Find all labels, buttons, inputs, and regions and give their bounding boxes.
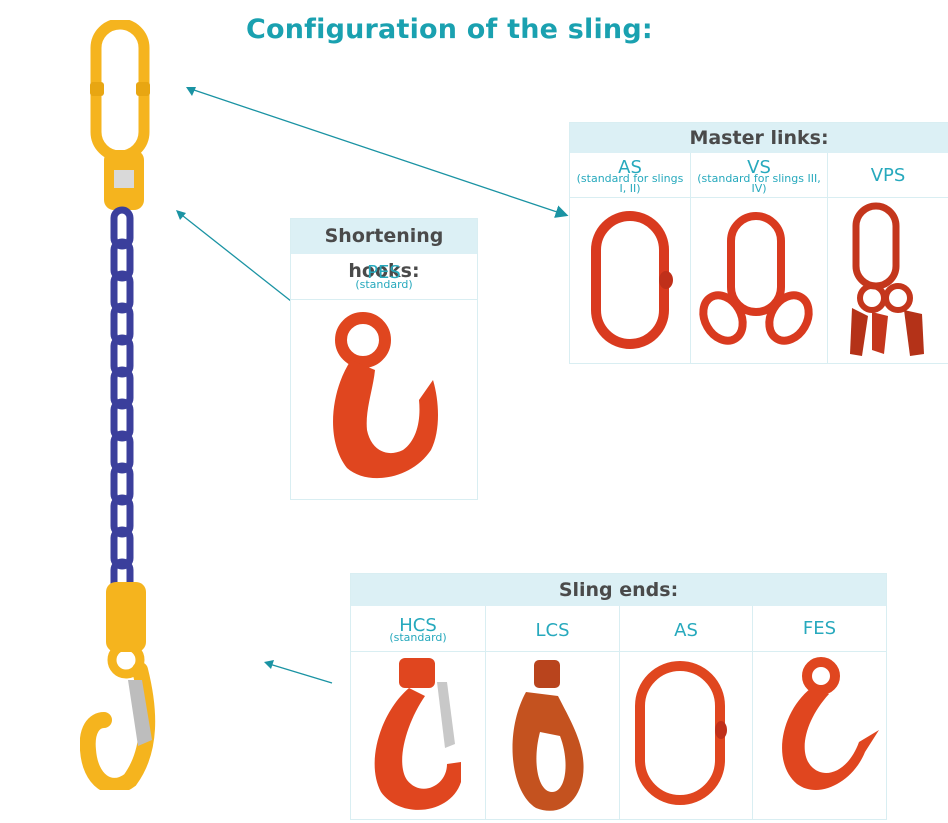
sling-ends-header: Sling ends: [351,574,886,606]
master-link-vs: VS (standard for slings III, IV) [691,153,828,198]
sling-end-fes-image [782,657,879,790]
sling-end-as-image-cell [620,652,753,819]
sling-end-lcs-image-cell [486,652,620,819]
sling-end-hcs: HCS (standard) [351,606,486,652]
sling-end-lcs-image [512,660,584,811]
shortening-hooks-header: Shortening hooks: [291,219,477,282]
sling-ends-panel: Sling ends: HCS (standard) LCS AS FES [350,573,887,820]
shortening-hooks-panel: Shortening hooks: PES (standard) [290,218,478,500]
master-link-vs-image-cell [691,198,828,363]
master-link-as-image-cell [570,198,691,363]
master-link-as: AS (standard for slings I, II) [570,153,691,198]
sling-end-fes: FES [753,606,886,652]
sling-assembly-image [80,20,156,790]
sling-end-as-image [635,661,727,805]
master-link-vps-image [850,202,924,356]
master-link-vps-image-cell [828,198,948,363]
shortening-hook-pes-image [333,312,438,479]
master-link-vs-image [699,212,813,345]
sling-end-as: AS [620,606,753,652]
sling-end-hcs-image [374,658,461,810]
sling-end-hcs-image-cell [351,652,486,819]
sling-end-lcs: LCS [486,606,620,652]
shortening-hook-pes: PES (standard) [291,254,477,300]
master-links-header: Master links: [570,123,948,153]
shortening-hook-pes-image-cell [291,300,477,499]
master-link-as-image [591,211,673,349]
page-title: Configuration of the sling: [246,14,653,45]
master-link-vps: VPS [828,153,948,198]
sling-end-fes-image-cell [753,652,886,819]
master-links-panel: Master links: AS (standard for slings I,… [569,122,948,364]
